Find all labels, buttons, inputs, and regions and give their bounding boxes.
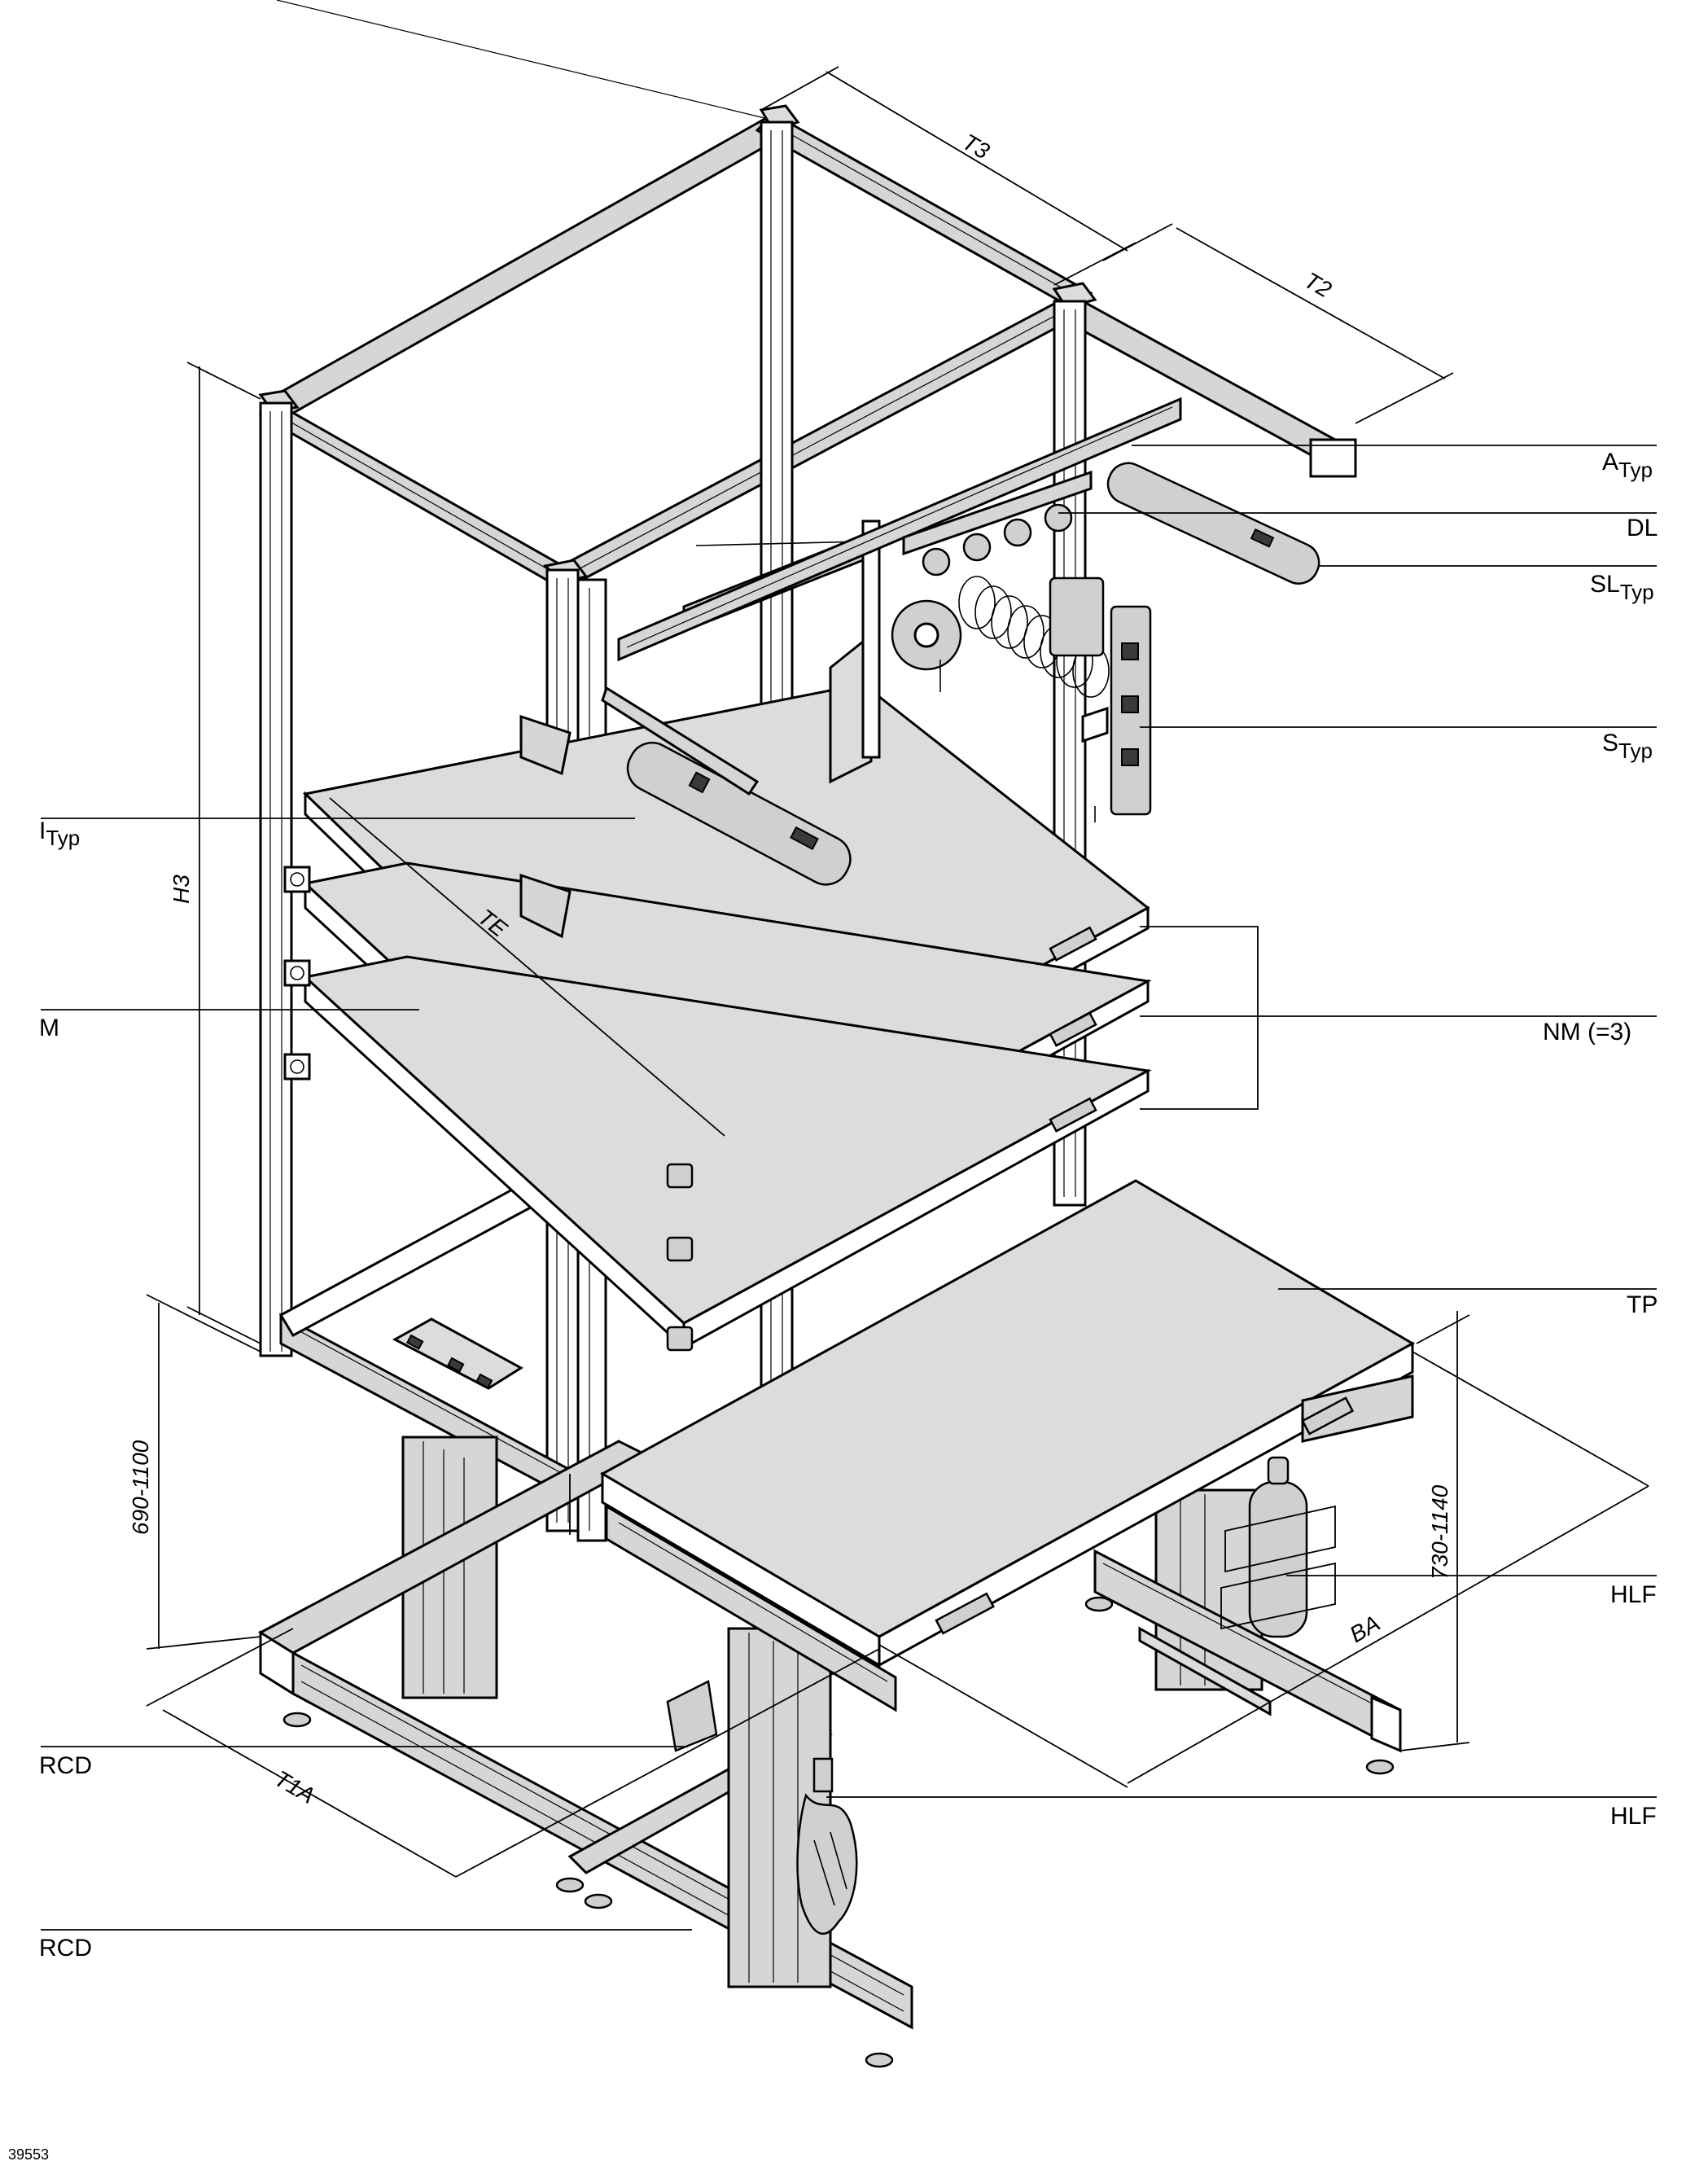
dimension-730-1140: 730-1140 — [1427, 1484, 1452, 1580]
callout-hlf-upper: HLF — [1610, 1581, 1657, 1608]
dimension-h3: H3 — [169, 875, 194, 904]
callout-s-typ: STyp — [1602, 730, 1653, 763]
power-strip — [1049, 576, 1152, 822]
callout-m: M — [39, 1015, 59, 1041]
dimension-t2: T2 — [1300, 267, 1336, 302]
callout-nm: NM (=3) — [1543, 1019, 1631, 1046]
table-top — [599, 1179, 1416, 1712]
callout-dl: DL — [1627, 515, 1658, 541]
supply-rail — [617, 397, 1182, 698]
callout-leaders — [41, 445, 1657, 1931]
dimension-ba: BA — [1346, 1611, 1385, 1648]
dimension-lines — [146, 66, 1649, 1878]
callout-a-typ: ATyp — [1602, 449, 1653, 482]
brackets — [283, 706, 1109, 1081]
callout-rcd-upper: RCD — [39, 1752, 92, 1779]
rcd-panel — [392, 1317, 718, 1752]
bag-holder — [796, 1757, 858, 1935]
dimension-690-1100: 690-1100 — [128, 1440, 153, 1535]
callout-tp: TP — [1627, 1291, 1658, 1318]
callout-sl-typ: SLTyp — [1590, 571, 1654, 604]
drawing-number: 39553 — [8, 2146, 49, 2163]
callout-rcd-lower: RCD — [39, 1935, 92, 1962]
shelves — [302, 541, 1152, 1352]
callout-i-typ: ITyp — [39, 818, 80, 850]
bottle-holder — [1220, 1456, 1336, 1638]
dimension-t1a: T1A — [270, 1765, 319, 1808]
dimension-t3: T3 — [958, 129, 994, 164]
callout-hlf-lower: HLF — [1610, 1803, 1657, 1830]
